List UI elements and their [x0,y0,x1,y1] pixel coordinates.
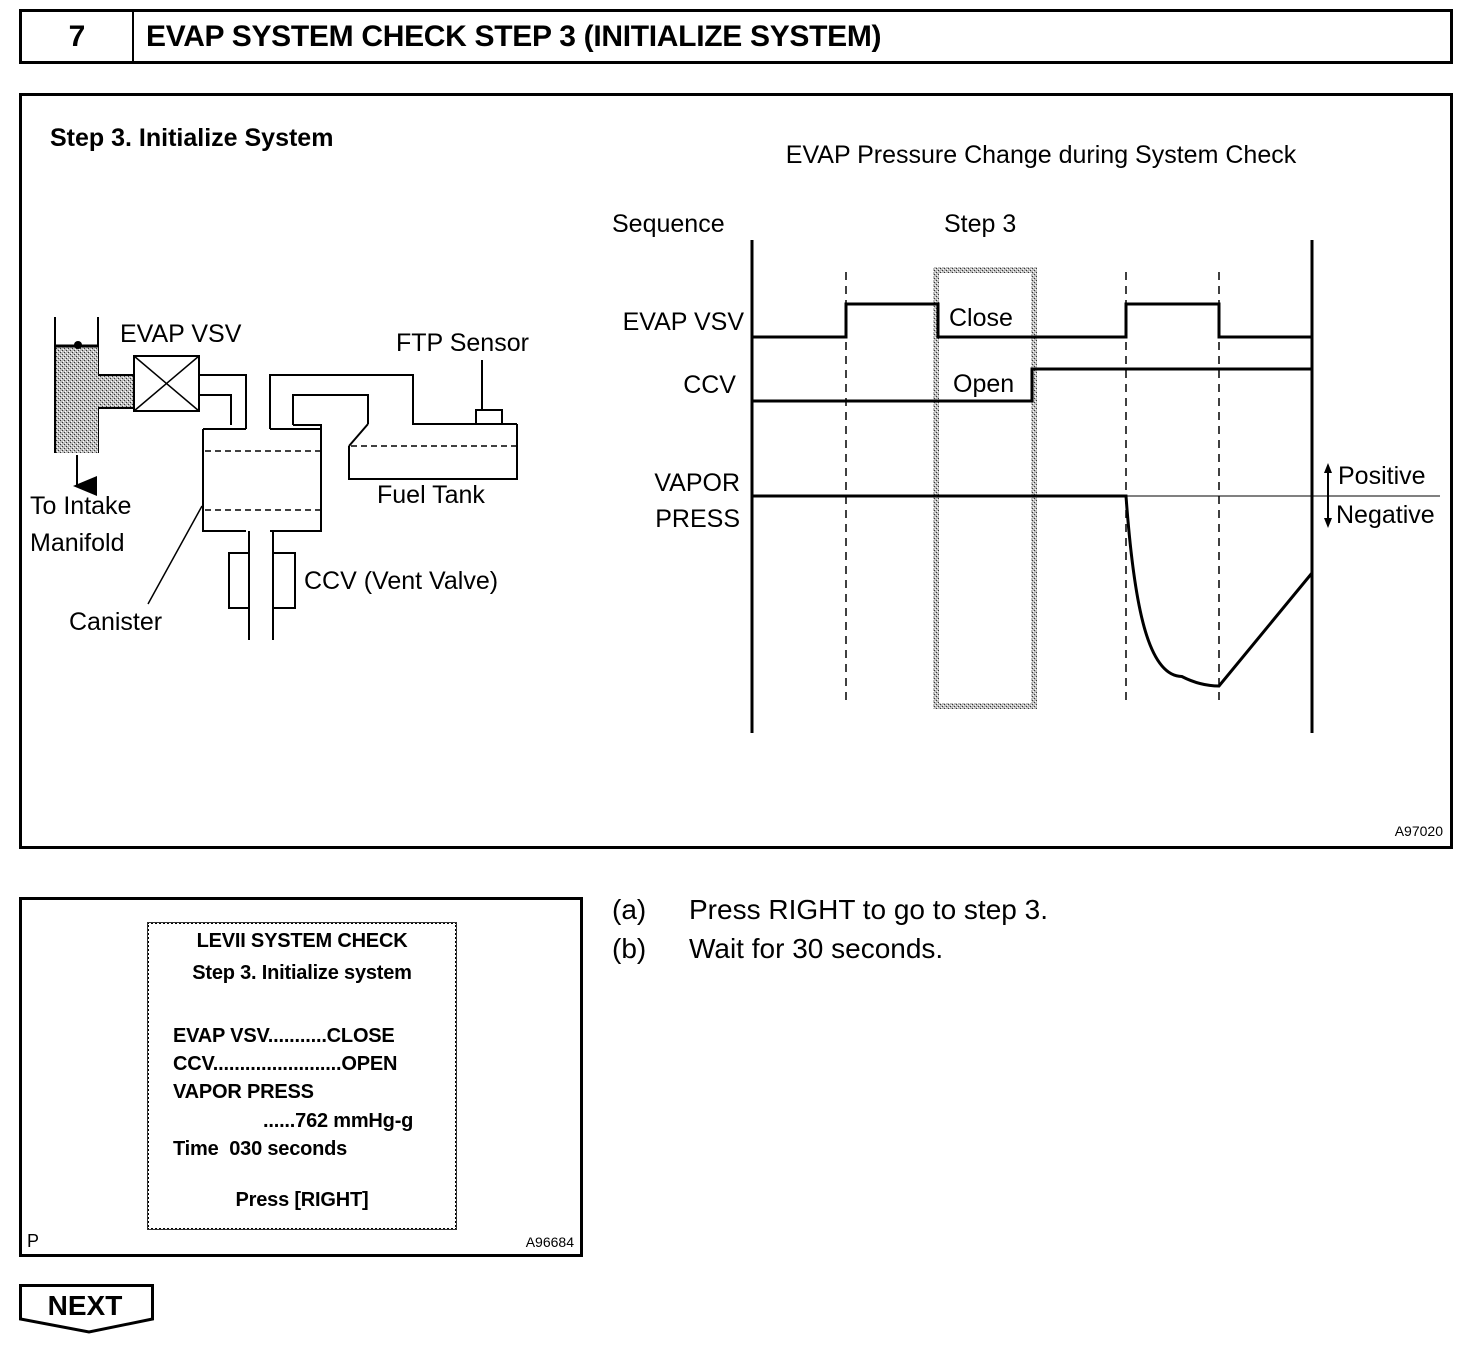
corner-mark: P [27,1231,40,1251]
trace-vapor-press [752,494,1314,688]
figure-canvas: Step 3. Initialize System EVAP VS [30,124,1443,839]
step-number: 7 [22,12,134,61]
row-label-ccv: CCV [683,371,736,399]
screen-vapor-press-label: VAPOR PRESS [173,1081,314,1103]
trace-evap-vsv [752,302,1312,339]
annotation-open: Open [953,370,1014,398]
legend-positive: Positive [1338,462,1426,490]
fuel-tank [348,360,518,480]
screen-figure-code: A96684 [525,1234,574,1250]
chart-title: EVAP Pressure Change during System Check [786,141,1297,169]
label-manifold: Manifold [30,529,125,557]
screen-subtitle: Step 3. Initialize system [192,962,412,984]
step-3-highlight [933,267,1037,709]
ccv-vent-valve [228,531,296,640]
label-to-intake: To Intake [30,492,131,520]
figure-heading: Step 3. Initialize System [50,124,333,152]
instruction-text: Press RIGHT to go to step 3. [689,894,1048,925]
step-3-label: Step 3 [944,210,1016,238]
step-title: EVAP SYSTEM CHECK STEP 3 (INITIALIZE SYS… [146,20,882,53]
intake-manifold [54,317,134,496]
timing-chart: EVAP Pressure Change during System Check… [612,141,1440,733]
row-label-vapor: VAPOR [654,469,740,497]
step-header: 7 EVAP SYSTEM CHECK STEP 3 (INITIALIZE S… [19,9,1453,64]
chart-grid [750,240,1440,733]
screen-ccv-status: CCV........................OPEN [173,1053,398,1075]
legend-negative: Negative [1336,501,1435,529]
scan-tool-figure: LEVII SYSTEM CHECK Step 3. Initialize sy… [19,897,583,1257]
polarity-legend: Positive Negative [1324,462,1435,529]
sequence-label: Sequence [612,210,725,238]
evap-vsv-valve [133,355,200,412]
evap-system-diagram: EVAP VSV [30,317,529,640]
trace-ccv [752,367,1312,403]
screen-evap-vsv-status: EVAP VSV...........CLOSE [173,1025,395,1047]
row-label-evap-vsv: EVAP VSV [623,308,745,336]
chart-traces [752,302,1314,688]
arrow-down-icon [1324,518,1332,528]
next-button-label: NEXT [47,1290,123,1321]
label-canister: Canister [69,608,162,636]
next-arrow-shape [19,1284,154,1334]
arrow-up-icon [1324,463,1332,473]
next-button[interactable]: NEXT [19,1284,154,1348]
label-fuel-tank: Fuel Tank [377,481,485,509]
piping [199,374,517,447]
label-ccv: CCV (Vent Valve) [304,567,498,595]
annotation-close: Close [949,304,1013,332]
label-evap-vsv: EVAP VSV [120,320,242,348]
screen-title: LEVII SYSTEM CHECK [196,930,408,952]
row-label-press: PRESS [655,505,740,533]
figure-code: A97020 [1395,823,1443,839]
instruction-text: Wait for 30 seconds. [689,933,944,964]
instruction-label: (b) [612,933,647,964]
instruction-label: (a) [612,894,647,925]
system-figure: Step 3. Initialize System EVAP VS [19,93,1453,849]
screen-prompt: Press [RIGHT] [235,1189,369,1211]
scan-tool-screen: LEVII SYSTEM CHECK Step 3. Initialize sy… [147,922,457,1230]
label-ftp-sensor: FTP Sensor [396,329,529,357]
screen-time: Time 030 seconds [173,1138,348,1160]
screen-vapor-press-value: ......762 mmHg-g [263,1110,414,1132]
canister [147,424,322,605]
